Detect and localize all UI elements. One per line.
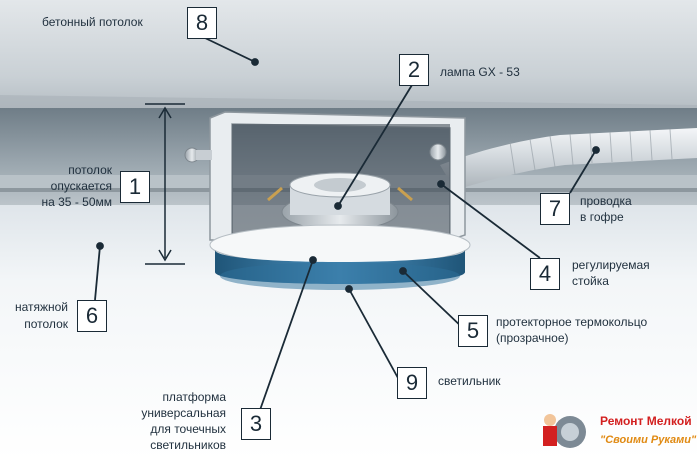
label-fixture: светильник xyxy=(438,374,501,388)
logo-worker-head xyxy=(544,414,556,426)
label-concrete-ceiling: бетонный потолок xyxy=(42,15,143,29)
label-ceiling-drop-1: потолок xyxy=(68,163,112,177)
hose-ribs xyxy=(509,128,673,175)
marker-8: 8 xyxy=(187,7,217,39)
marker-7: 7 xyxy=(540,193,570,225)
label-lamp: лампа GX - 53 xyxy=(440,65,520,79)
label-wiring-1: проводка xyxy=(580,194,632,208)
watermark-line2: "Своими Руками" xyxy=(600,434,697,446)
marker-1: 1 xyxy=(120,171,150,203)
label-adjustable-post-2: стойка xyxy=(572,274,609,288)
spring-clips xyxy=(267,186,413,202)
ring-shadow xyxy=(220,262,460,290)
dimension-arrow xyxy=(145,103,185,265)
corrugated-hose xyxy=(440,128,697,190)
label-platform-4: светильников xyxy=(150,438,226,452)
label-ceiling-drop-3: на 35 - 50мм xyxy=(41,195,113,209)
label-platform-3: для точечных xyxy=(150,422,226,436)
concrete-slab xyxy=(0,0,697,110)
marker-3: 3 xyxy=(241,408,271,440)
logo-worker-body xyxy=(543,426,557,446)
label-stretch-ceiling-1: натяжной xyxy=(14,300,68,314)
leader-lines xyxy=(94,37,600,411)
marker-9: 9 xyxy=(397,367,427,399)
watermark-line1: Ремонт Мелкой xyxy=(600,414,692,428)
marker-5: 5 xyxy=(458,315,488,347)
label-wiring-2: в гофре xyxy=(580,210,624,224)
lamp-cap xyxy=(314,178,366,192)
left-screw-shaft xyxy=(196,150,212,160)
label-ceiling-drop-2: опускается xyxy=(50,179,112,193)
marker-2: 2 xyxy=(399,54,429,86)
label-platform-1: платформа xyxy=(162,390,226,404)
label-stretch-ceiling-2: потолок xyxy=(24,317,68,331)
right-screw xyxy=(429,143,447,161)
marker-6: 6 xyxy=(77,300,107,332)
marker-4: 4 xyxy=(530,258,560,290)
label-thermo-ring-2: (прозрачное) xyxy=(496,331,569,345)
label-platform-2: универсальная xyxy=(141,406,226,420)
label-thermo-ring-1: протекторное термокольцо xyxy=(496,315,648,329)
label-adjustable-post-1: регулируемая xyxy=(572,258,650,272)
logo-washer-door xyxy=(561,423,579,441)
